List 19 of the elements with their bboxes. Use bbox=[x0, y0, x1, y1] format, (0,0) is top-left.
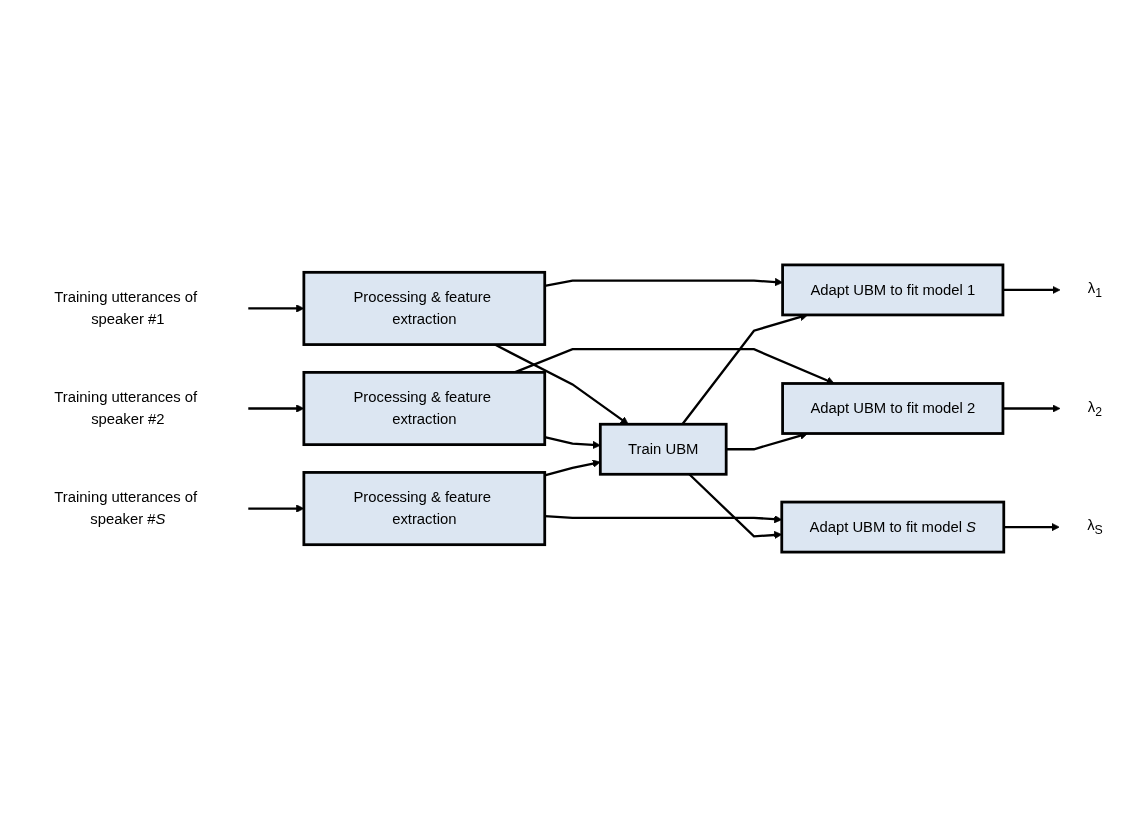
node-text: Training utterances of speaker #1 bbox=[54, 288, 198, 327]
node-text: λ$_{1}$ bbox=[1087, 280, 1103, 300]
node-text: λ$_{2}$ bbox=[1087, 398, 1103, 419]
node-text: Training utterances of speaker #2 bbox=[54, 389, 198, 428]
node-box: Processing & feature extraction bbox=[302, 371, 547, 446]
arrow bbox=[544, 278, 783, 287]
node-box: Adapt UBM to fit model S bbox=[780, 500, 1006, 554]
arrow bbox=[1002, 404, 1061, 413]
node-text: λ$_{S}$ bbox=[1087, 517, 1103, 537]
node-box: Adapt UBM to fit model 1 bbox=[781, 263, 1005, 317]
node-box: Train UBM bbox=[598, 422, 728, 476]
arrow bbox=[1003, 523, 1060, 532]
node-box: Processing & feature extraction bbox=[302, 270, 547, 346]
node-text: Training utterances of speaker #S bbox=[54, 489, 198, 528]
arrow bbox=[544, 459, 601, 477]
arrow bbox=[544, 435, 601, 449]
node-box: Processing & feature extraction bbox=[302, 471, 547, 547]
arrow bbox=[1002, 285, 1061, 294]
node-box: Adapt UBM to fit model 2 bbox=[781, 382, 1005, 435]
